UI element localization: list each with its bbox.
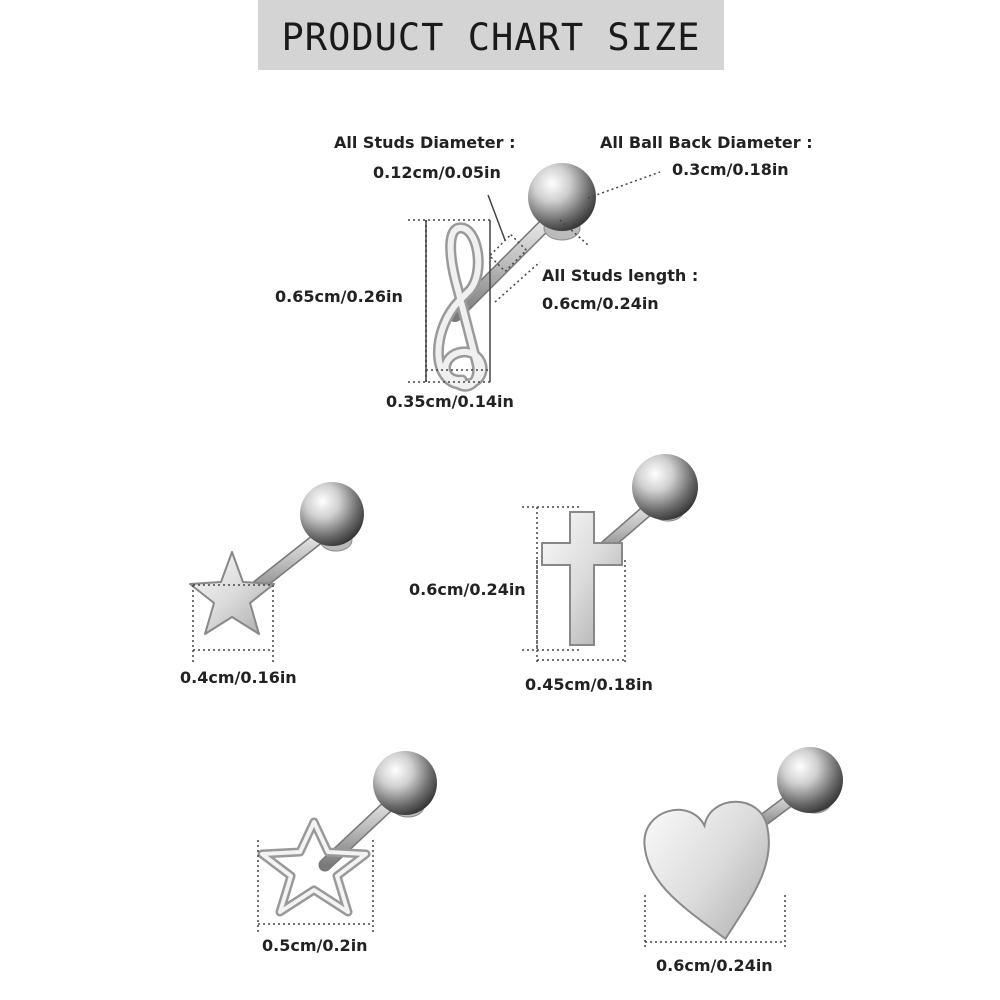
treble-dimension-lines: [408, 171, 661, 383]
cross-height-value: 0.6cm/0.24in: [409, 580, 526, 599]
cross-icon: [541, 511, 623, 646]
heart-width-value: 0.6cm/0.24in: [656, 956, 773, 975]
hollow-star-stud: [257, 751, 437, 917]
heart-stud: [643, 747, 843, 941]
heart-dimension-lines: [644, 895, 786, 950]
cross-width-value: 0.45cm/0.18in: [525, 675, 653, 694]
star-icon: [189, 551, 275, 635]
ball-back-icon: [300, 482, 364, 546]
studs-diameter-value: 0.12cm/0.05in: [373, 163, 501, 182]
studs-diameter-label: All Studs Diameter :: [334, 133, 516, 152]
studs-length-value: 0.6cm/0.24in: [542, 294, 659, 313]
ball-back-icon: [373, 751, 437, 815]
treble-clef-stud: [433, 163, 596, 392]
ball-back-icon: [528, 163, 596, 231]
page-title: PRODUCT CHART SIZE: [281, 16, 701, 59]
hollow-star-width-value: 0.5cm/0.2in: [262, 936, 368, 955]
star-stud: [189, 482, 364, 635]
treble-height-value: 0.65cm/0.26in: [275, 287, 403, 306]
star-dimension-lines: [192, 584, 274, 665]
ball-back-icon: [777, 747, 843, 813]
treble-width-value: 0.35cm/0.14in: [386, 392, 514, 411]
studs-length-label: All Studs length :: [542, 266, 699, 285]
cross-stud: [541, 454, 698, 646]
ball-back-diameter-label: All Ball Back Diameter :: [600, 133, 813, 152]
heart-icon: [643, 800, 770, 941]
title-banner: PRODUCT CHART SIZE: [258, 0, 724, 70]
hollow-star-dimension-lines: [257, 840, 374, 935]
ball-back-icon: [632, 454, 698, 520]
ball-back-diameter-value: 0.3cm/0.18in: [672, 160, 789, 179]
cross-dimension-lines: [522, 506, 626, 665]
star-width-value: 0.4cm/0.16in: [180, 668, 297, 687]
